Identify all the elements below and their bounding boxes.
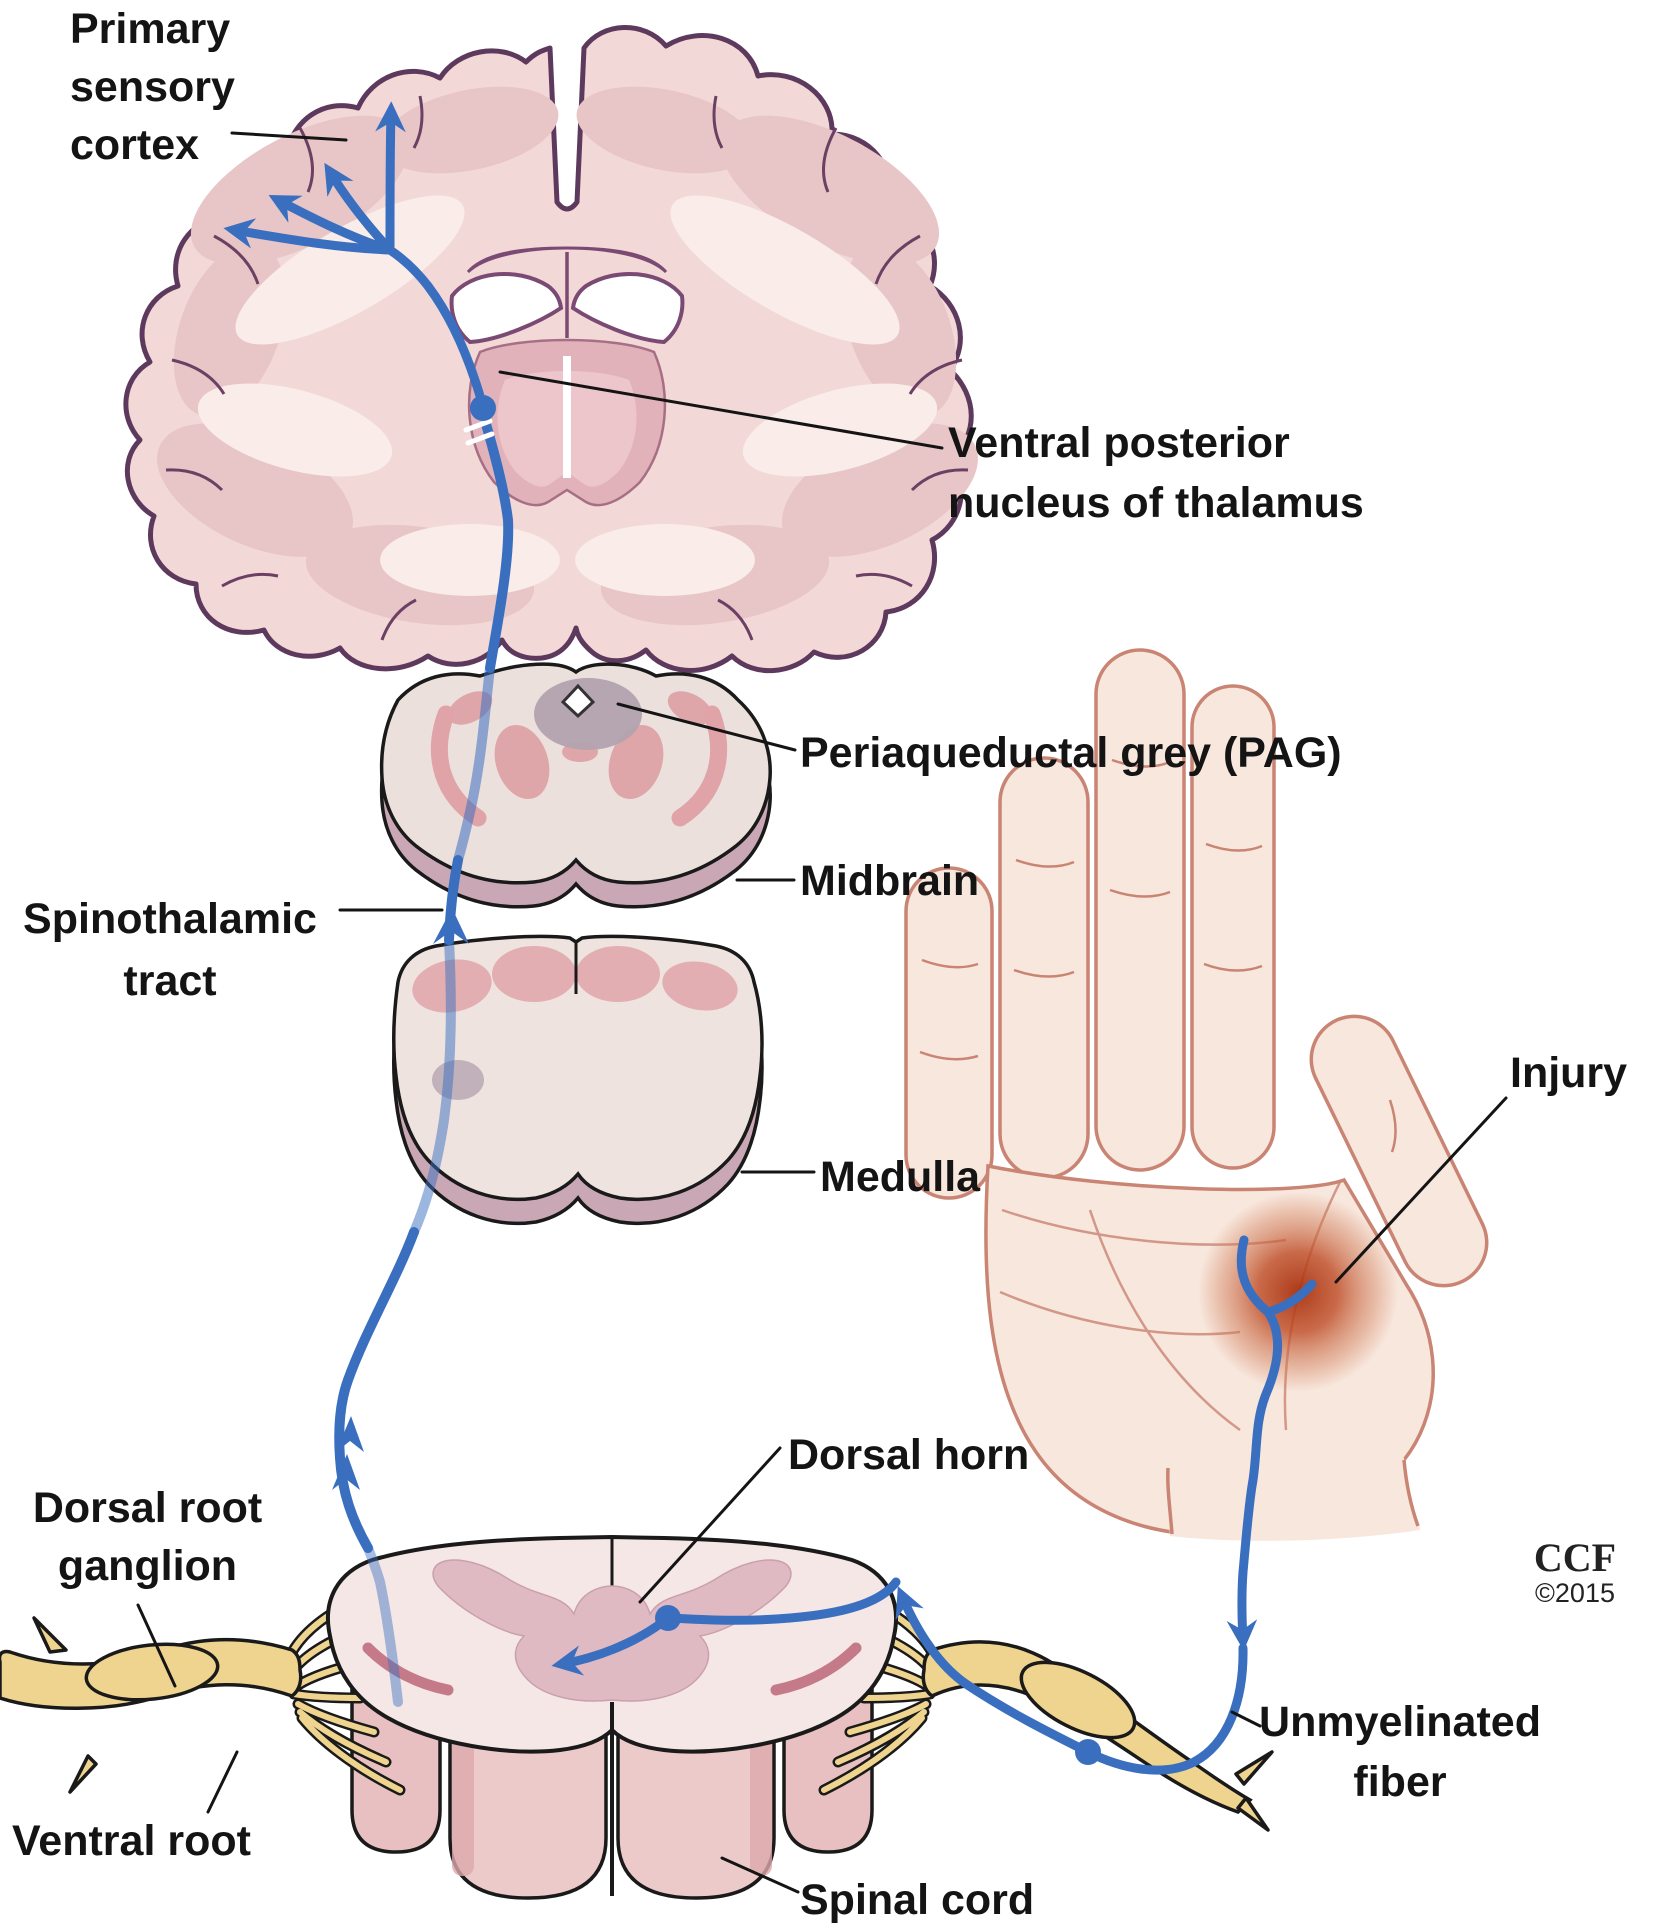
midbrain-section (379, 662, 772, 909)
spinothalamic-tract-path (334, 419, 514, 1707)
right-dorsal-root-ganglion (1019, 1660, 1137, 1740)
grey-matter-butterfly (432, 1559, 792, 1702)
synapse-dots (470, 395, 1101, 1765)
medulla-grey-spot (432, 1060, 484, 1100)
ganglion-cell-body-dot (1075, 1739, 1101, 1765)
label-ventral-posterior-nucleus: Ventral posterior nucleus of thalamus (948, 419, 1364, 527)
pointer-dorsal-horn (638, 1446, 782, 1604)
left-dorsal-root-ganglion (84, 1642, 220, 1702)
pinky-finger (904, 866, 994, 1200)
tract-in-midbrain (453, 663, 495, 865)
pointer-dorsal-root-ganglion (136, 1603, 177, 1688)
label-injury: Injury (1510, 1049, 1628, 1097)
pointer-ventral-root (206, 1750, 239, 1814)
finger-creases (919, 758, 1397, 1153)
index-finger (1190, 684, 1276, 1170)
thalamus-synapse-dot (470, 395, 496, 421)
pointer-lines (136, 131, 1508, 1894)
thumb (1309, 1014, 1489, 1288)
pointer-injury (1334, 1096, 1508, 1284)
wrist-left-edge (1166, 1467, 1174, 1535)
fiber-descending (1226, 1307, 1283, 1651)
right-nerve-stubs (1234, 1750, 1274, 1832)
pointer-spinal-cord (720, 1856, 800, 1894)
label-pag: Periaqueductal grey (PAG) (800, 729, 1342, 777)
thalamocortical-branches (223, 101, 485, 401)
label-medulla: Medulla (820, 1153, 981, 1201)
periaqueductal-grey (534, 678, 642, 750)
label-spinal-cord: Spinal cord (800, 1876, 1035, 1924)
pointer-unmyelinated-fiber (1230, 1710, 1262, 1728)
tract-in-medulla (409, 935, 456, 1237)
unmyelinated-fiber-path (895, 1235, 1317, 1775)
credit-watermark: CCF ©2015 (1510, 1535, 1640, 1609)
ring-finger (998, 756, 1090, 1180)
label-dorsal-horn: Dorsal horn (788, 1431, 1030, 1479)
ascending-arrowheads (332, 908, 469, 1490)
label-spinothalamic-tract: Spinothalamic tract (23, 895, 317, 1005)
pointer-primary-sensory-cortex (230, 131, 348, 142)
tract-in-cord (363, 1543, 403, 1707)
corpus-callosum (466, 246, 668, 274)
axon-break-ticks (463, 418, 495, 446)
label-primary-sensory-cortex: Primary sensory cortex (70, 5, 235, 169)
cerebral-aqueduct (560, 683, 596, 719)
white-matter-highlights (197, 195, 938, 596)
label-ventral-root: Ventral root (12, 1817, 251, 1865)
wrist-right-edge (1402, 1459, 1420, 1527)
medulla-surface (392, 934, 764, 1202)
credit-org: CCF (1533, 1535, 1617, 1580)
label-midbrain: Midbrain (800, 857, 980, 905)
lateral-crescents (362, 1642, 862, 1696)
decussation (551, 1619, 665, 1676)
medulla-section (392, 934, 764, 1226)
wrist (1167, 1458, 1420, 1541)
pointer-ventral-posterior (498, 370, 944, 450)
dorsal-horn-path (551, 1577, 901, 1676)
label-unmyelinated-fiber: Unmyelinated fiber (1259, 1698, 1541, 1806)
hand-illustration (904, 648, 1489, 1541)
pain-pathway (223, 101, 1317, 1775)
label-dorsal-root-ganglion: Dorsal root ganglion (32, 1484, 263, 1590)
fiber-to-cord (895, 1586, 1093, 1757)
brain-coronal-section (123, 25, 978, 674)
left-nerve-stubs (32, 1616, 98, 1794)
pointer-pag (616, 702, 797, 752)
credit-year: ©2015 (1535, 1578, 1615, 1608)
dorsal-horn-synapse-dot (655, 1605, 681, 1631)
sulci-lines (165, 95, 969, 641)
middle-finger (1094, 648, 1186, 1172)
lateral-ventricles (449, 272, 685, 345)
